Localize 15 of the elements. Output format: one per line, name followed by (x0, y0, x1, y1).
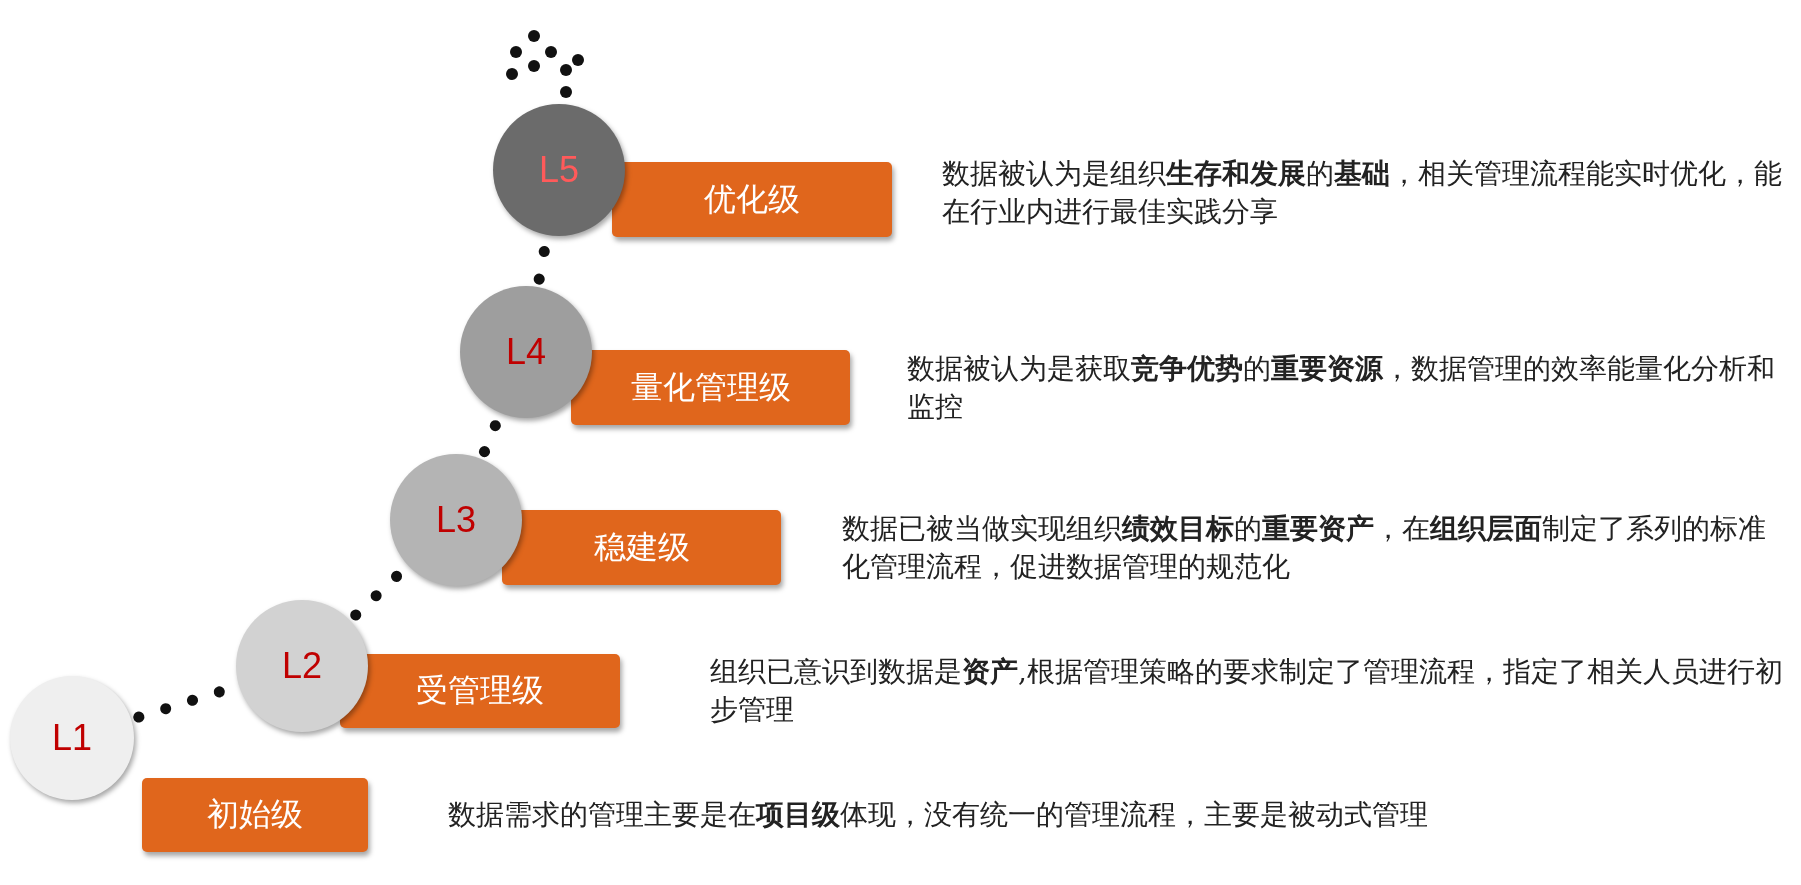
description-text: 数据被认为是获取竞争优势的重要资源，数据管理的效率能量化分析和监控 (907, 351, 1776, 425)
level-circle: L3 (390, 454, 522, 586)
level-circle: L2 (236, 600, 368, 732)
level-bar: 量化管理级 (571, 350, 850, 425)
level-circle: L4 (460, 286, 592, 418)
description-text: 数据需求的管理主要是在项目级体现，没有统一的管理流程，主要是被动式管理 (448, 797, 1429, 833)
level-bar: 优化级 (612, 162, 892, 237)
description-text: 数据被认为是组织生存和发展的基础，相关管理流程能实时优化，能在行业内进行最佳实践分享 (942, 156, 1782, 230)
level-circle: L1 (10, 676, 134, 800)
level-bar: 稳建级 (502, 510, 781, 585)
level-bar: 初始级 (142, 778, 368, 852)
description-text: 数据已被当做实现组织绩效目标的重要资产，在组织层面制定了系列的标准化管理流程，促进数据管理的规范化 (842, 511, 1767, 585)
level-bar: 受管理级 (340, 654, 620, 728)
description-text: 组织已意识到数据是资产,根据管理策略的要求制定了管理流程，指定了相关人员进行初步管理 (710, 654, 1784, 728)
level-circle: L5 (493, 104, 625, 236)
